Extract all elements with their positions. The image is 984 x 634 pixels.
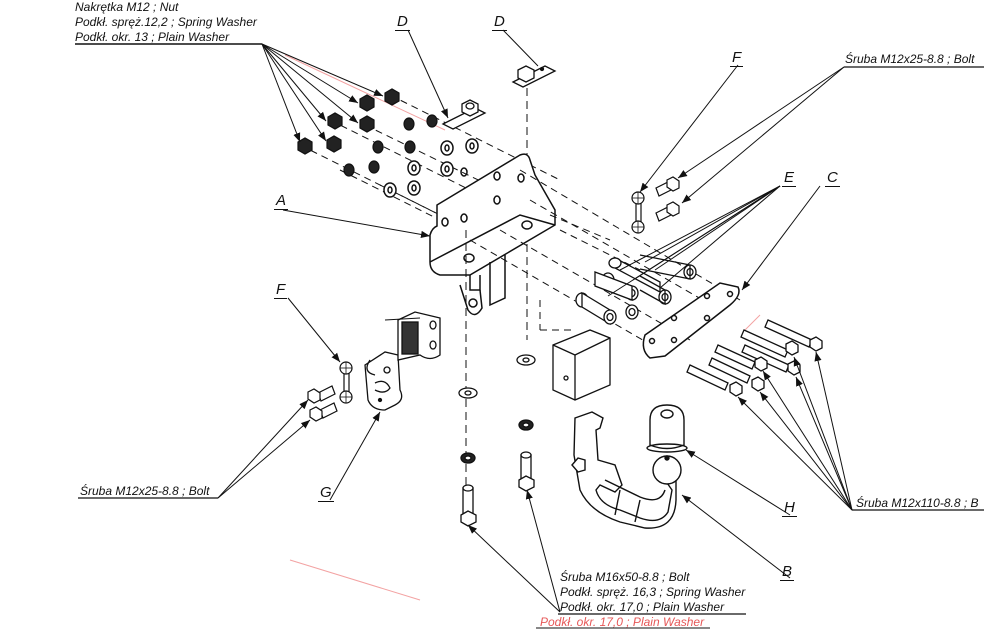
long-bolts-m12x110 bbox=[686, 319, 823, 397]
nut-callout-leaders bbox=[261, 43, 384, 143]
m16-callout-line1: Śruba M16x50-8.8 ; Bolt bbox=[560, 570, 690, 584]
main-bracket-a bbox=[429, 153, 556, 316]
clip-f-right bbox=[631, 191, 645, 234]
bolt-left-callout: Śruba M12x25-8.8 ; Bolt bbox=[80, 484, 210, 498]
socket-holder-g bbox=[364, 311, 441, 411]
long-bolt-callout: Śruba M12x110-8.8 ; B bbox=[856, 496, 979, 510]
leader-a bbox=[282, 209, 431, 238]
nut-callout-line2: Podkł. spręż.12,2 ; Spring Washer bbox=[75, 15, 257, 29]
ball-cap-h bbox=[646, 404, 688, 453]
leader-m16-bolts bbox=[467, 489, 561, 613]
leader-long-bolts bbox=[737, 351, 853, 511]
leader-f-left bbox=[287, 297, 341, 363]
leader-c bbox=[741, 185, 821, 291]
leader-d-left bbox=[407, 29, 449, 119]
part-label-a: A bbox=[274, 192, 289, 210]
part-label-f-right: F bbox=[730, 49, 744, 67]
mount-block bbox=[552, 329, 611, 401]
bolts-m12x25-left bbox=[307, 385, 338, 422]
part-label-b: B bbox=[780, 563, 795, 581]
m16-callout-ghost-line: Podkł. okr. 17,0 ; Plain Washer bbox=[540, 615, 705, 629]
nut-callout-line3: Podkł. okr. 13 ; Plain Washer bbox=[75, 30, 230, 44]
nut-callout-line1: Nakrętka M12 ; Nut bbox=[75, 0, 179, 14]
leader-e-group bbox=[607, 185, 781, 297]
socket-link bbox=[384, 317, 421, 321]
part-label-c: C bbox=[825, 169, 840, 187]
bolt-right-callout: Śruba M12x25-8.8 ; Bolt bbox=[845, 52, 975, 66]
part-label-h: H bbox=[782, 499, 797, 517]
leader-d-right bbox=[502, 29, 539, 67]
bolts-m12x25-right bbox=[655, 176, 680, 222]
part-label-d-right: D bbox=[492, 13, 507, 31]
tow-ball bbox=[652, 455, 682, 485]
m16-bolt-stack-left bbox=[458, 387, 478, 527]
m16-callout-line3: Podkł. okr. 17,0 ; Plain Washer bbox=[560, 600, 725, 614]
part-label-e: E bbox=[782, 169, 797, 187]
plate-d-left bbox=[441, 99, 487, 130]
clip-f-left bbox=[339, 361, 353, 404]
leader-h bbox=[685, 449, 791, 516]
leader-bolts-right bbox=[677, 66, 845, 204]
nut-washer-group bbox=[297, 88, 561, 246]
part-label-d-left: D bbox=[395, 13, 410, 31]
part-label-g: G bbox=[318, 484, 334, 502]
plate-d-right bbox=[511, 65, 557, 88]
leader-b bbox=[681, 494, 791, 579]
m16-bolt-stack-right bbox=[516, 354, 536, 492]
part-label-f-left: F bbox=[274, 281, 288, 299]
spacer-tubes-e bbox=[575, 254, 697, 326]
assembly-dashed-lines bbox=[469, 169, 741, 351]
tow-ball-arm-b bbox=[571, 411, 677, 529]
leader-bolts-left bbox=[217, 399, 311, 499]
leader-g bbox=[329, 411, 381, 501]
m16-callout-line2: Podkł. spręż. 16,3 ; Spring Washer bbox=[560, 585, 746, 599]
leader-f-right bbox=[639, 64, 739, 193]
plate-c bbox=[642, 282, 740, 359]
